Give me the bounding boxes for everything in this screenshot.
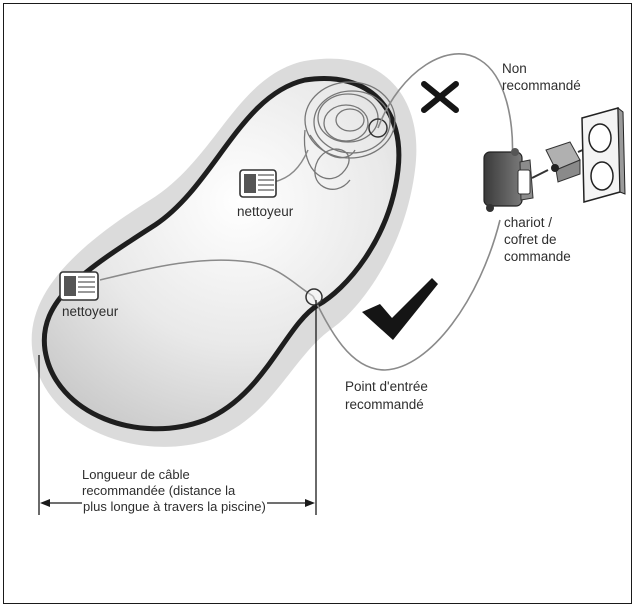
pool-cleaner-icon xyxy=(239,169,277,198)
label-nettoyeur-left: nettoyeur xyxy=(62,304,119,319)
label-non-recommande-1: Non xyxy=(502,61,527,76)
label-nettoyeur-top: nettoyeur xyxy=(237,204,294,219)
cable-top-cleaner xyxy=(273,149,309,183)
label-point-entree-1: Point d'entrée xyxy=(345,379,428,394)
control-cart-icon xyxy=(483,148,549,212)
cable-recommended xyxy=(312,219,501,371)
recommended-entry-point xyxy=(305,288,323,306)
pool-cleaner-icon xyxy=(59,271,99,301)
wall-outlet-icon xyxy=(581,106,626,203)
x-mark-icon xyxy=(421,81,459,113)
label-chariot-2: cofret de xyxy=(504,232,557,247)
label-longueur-1: Longueur de câble xyxy=(82,467,190,482)
label-longueur-2: recommandée (distance la xyxy=(82,483,236,498)
check-mark-icon xyxy=(362,278,438,340)
cable-not-recommended xyxy=(377,53,514,166)
label-chariot-1: chariot / xyxy=(504,215,553,230)
coiled-cable xyxy=(303,81,396,190)
label-point-entree-2: recommandé xyxy=(345,397,424,412)
label-non-recommande-2: recommandé xyxy=(502,78,581,93)
label-chariot-3: commande xyxy=(504,249,571,264)
cable-left-cleaner xyxy=(99,259,314,297)
wrong-entry-point xyxy=(368,118,388,138)
label-longueur-3: plus longue à travers la piscine) xyxy=(82,498,267,515)
power-plug-icon xyxy=(545,141,593,183)
